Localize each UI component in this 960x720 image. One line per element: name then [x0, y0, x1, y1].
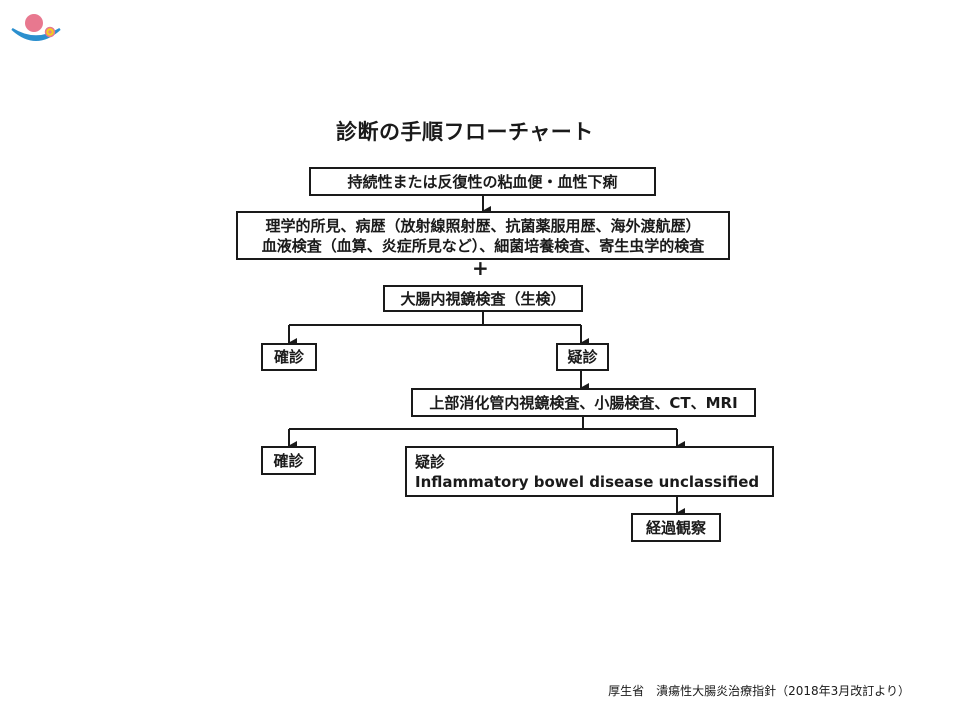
node-history: 理学的所見、病歴（放射線照射歴、抗菌薬服用歴、海外渡航歴） 血液検査（血算、炎症…: [236, 211, 730, 260]
logo-icon: [11, 14, 61, 41]
node-history-line1: 理学的所見、病歴（放射線照射歴、抗菌薬服用歴、海外渡航歴）: [265, 216, 701, 235]
node-colonoscopy: 大腸内視鏡検査（生検）: [383, 285, 583, 312]
node-confirmed-2-text: 確診: [273, 451, 304, 470]
node-confirmed-1-text: 確診: [273, 348, 304, 366]
node-further-exam: 上部消化管内視鏡検査、小腸検査、CT、MRI: [411, 388, 756, 417]
node-further-exam-text: 上部消化管内視鏡検査、小腸検査、CT、MRI: [429, 393, 738, 412]
node-suspected-1-text: 疑診: [567, 348, 598, 366]
node-history-line2: 血液検査（血算、炎症所見など）、細菌培養検査、寄生虫学的検査: [261, 236, 705, 255]
node-colonoscopy-text: 大腸内視鏡検査（生検）: [400, 289, 566, 308]
flowchart-title: 診断の手順フローチャート: [336, 120, 594, 144]
node-observation-text: 経過観察: [645, 518, 706, 537]
node-suspected-2-line1: 疑診: [415, 452, 446, 471]
source-footnote: 厚生省 潰瘍性大腸炎治療指針（2018年3月改訂より）: [608, 684, 910, 698]
node-confirmed-2: 確診: [261, 446, 316, 475]
node-symptom-text: 持続性または反復性の粘血便・血性下痢: [347, 172, 618, 191]
node-symptom: 持続性または反復性の粘血便・血性下痢: [309, 167, 656, 196]
node-confirmed-1: 確診: [261, 343, 317, 371]
node-observation: 経過観察: [631, 513, 721, 542]
node-suspected-1: 疑診: [556, 343, 609, 371]
node-suspected-2-line2: Inflammatory bowel disease unclassified: [415, 472, 760, 491]
node-suspected-2: 疑診 Inflammatory bowel disease unclassifi…: [405, 446, 774, 497]
plus-sign: +: [472, 256, 489, 280]
